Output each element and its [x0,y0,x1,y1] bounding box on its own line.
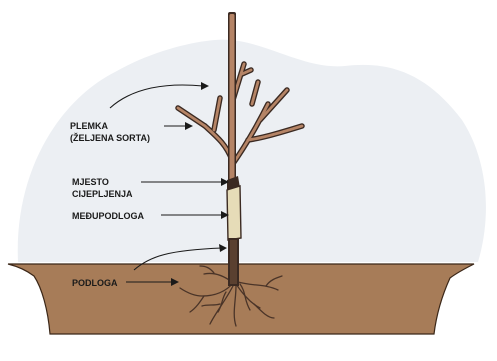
label-rootstock: PODLOGA [72,278,118,288]
interstem [227,186,241,240]
label-interstem: MEĐUPODLOGA [72,211,145,221]
label-graft-line2: CIJEPLJENJA [72,189,133,199]
label-scion-line2: (ŽELJENA SORTA) [70,132,150,143]
scion-trunk [230,14,235,184]
label-graft-line1: MJESTO [72,177,109,187]
soil [8,264,474,334]
label-scion-line1: PLEMKA [70,121,109,131]
background-blob [18,40,486,262]
rootstock-trunk-inner [230,240,237,284]
